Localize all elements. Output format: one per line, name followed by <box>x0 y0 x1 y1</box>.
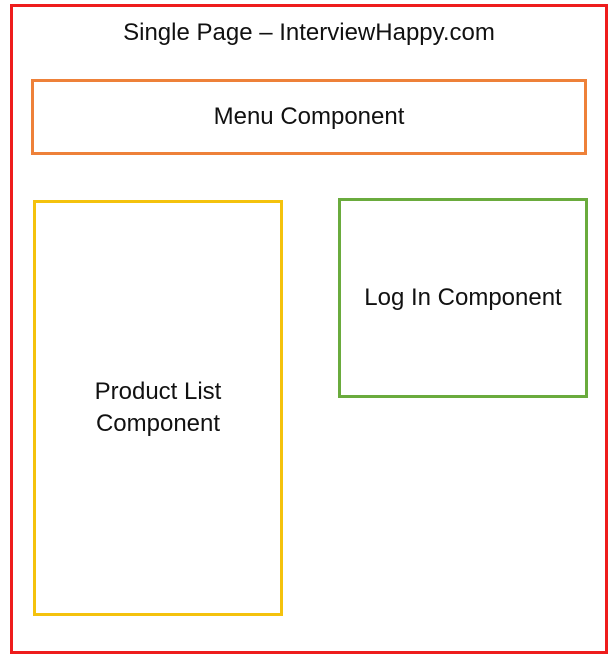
single-page-container: Single Page – InterviewHappy.com Menu Co… <box>10 4 608 654</box>
product-list-component-box: Product List Component <box>33 200 283 616</box>
product-list-label-line-1: Product List <box>94 377 222 405</box>
login-component-label: Log In Component <box>364 283 562 311</box>
login-component-box: Log In Component <box>338 198 588 398</box>
menu-component-box: Menu Component <box>31 79 587 155</box>
menu-component-label: Menu Component <box>213 102 405 130</box>
product-list-label-line-2: Component <box>95 410 221 437</box>
product-list-component-label: Product List Component <box>87 376 230 441</box>
page-title: Single Page – InterviewHappy.com <box>123 19 495 46</box>
